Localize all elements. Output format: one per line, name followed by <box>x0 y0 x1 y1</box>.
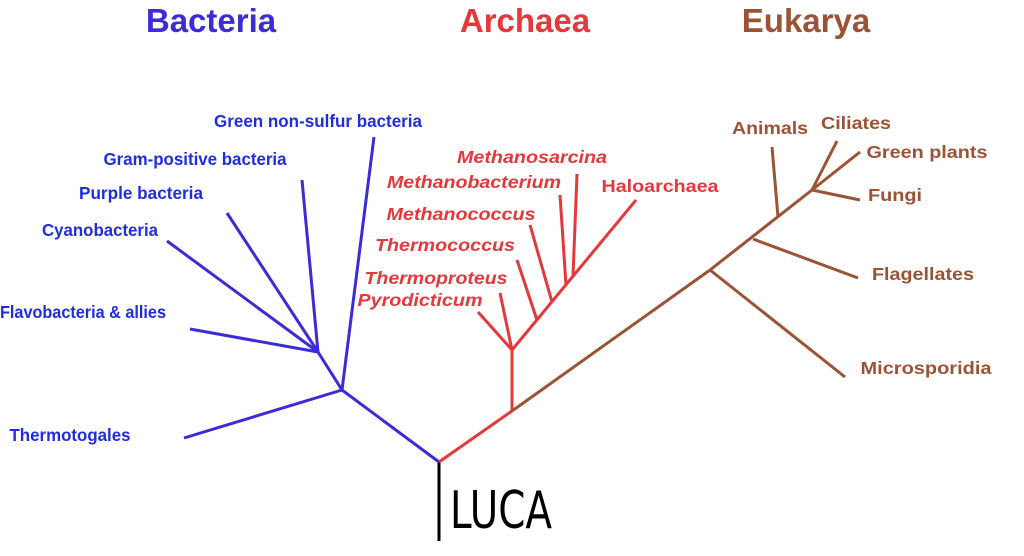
leaf-label-animals: Animals <box>732 118 808 138</box>
edge-archaea-thermococcus <box>515 259 539 321</box>
leaf-label-methanococcus: Methanococcus <box>387 204 536 224</box>
edge-eukarya-ciliates <box>810 140 839 191</box>
leaf-label-cyanobacteria: Cyanobacteria <box>42 220 158 240</box>
edge-eukarya-microsporidia <box>709 268 846 379</box>
edge-eukarya-fungi <box>811 188 861 202</box>
edge-eukarya-animals <box>770 146 780 218</box>
leaf-label-thermococcus: Thermococcus <box>375 235 515 255</box>
leaf-label-pyrodicticum: Pyrodicticum <box>358 290 483 310</box>
domain-title-bacteria: Bacteria <box>146 2 277 39</box>
edge-bacteria-cyanobacteria <box>166 239 319 354</box>
edge-archaea-thermoproteus <box>498 292 514 351</box>
leaf-label-green-non-sulfur-bacteria: Green non-sulfur bacteria <box>214 111 422 131</box>
leaf-label-green-plants: Green plants <box>867 142 988 162</box>
edge-archaea-methanosarcina <box>571 173 579 277</box>
edge-archaea-methanococcus <box>528 224 554 303</box>
edge-eukarya-crown <box>709 188 813 272</box>
edge-bacteria-purple <box>225 212 320 353</box>
leaf-label-haloarchaea: Haloarchaea <box>602 176 719 196</box>
leaf-label-fungi: Fungi <box>868 185 922 205</box>
edge-archaea-pyrodicticum <box>476 310 514 352</box>
edge-archaea-methanobacterium <box>558 194 568 286</box>
leaf-label-purple-bacteria: Purple bacteria <box>79 183 203 203</box>
domain-title-eukarya: Eukarya <box>742 2 871 39</box>
edge-luca-archaea <box>438 409 513 464</box>
edge-eukarya-flagellates <box>752 237 859 280</box>
edge-bacteria-thermotogales <box>183 388 343 440</box>
leaf-label-gram-positive-bacteria: Gram-positive bacteria <box>104 149 287 169</box>
edge-luca-bacteria <box>341 388 440 464</box>
root-label-luca: LUCA <box>450 481 552 541</box>
domain-title-archaea: Archaea <box>460 2 591 39</box>
leaf-label-microsporidia: Microsporidia <box>861 358 992 378</box>
edge-bacteria-inner <box>316 351 344 391</box>
leaf-label-methanosarcina: Methanosarcina <box>457 147 607 167</box>
leaf-label-thermoproteus: Thermoproteus <box>365 268 508 288</box>
edge-bacteria-flavobacteria <box>189 327 319 354</box>
leaf-label-methanobacterium: Methanobacterium <box>387 172 561 192</box>
edge-bacteria-gram-positive <box>300 179 320 353</box>
leaf-label-ciliates: Ciliates <box>821 113 891 133</box>
edge-archaea-eukarya <box>511 268 711 413</box>
edge-eukarya-green-plants <box>811 150 861 192</box>
edge-bacteria-green-non-sulfur <box>340 136 376 391</box>
leaf-label-thermotogales: Thermotogales <box>10 425 131 445</box>
leaf-label-flavobacteria-allies: Flavobacteria & allies <box>0 302 166 322</box>
leaf-label-flagellates: Flagellates <box>872 264 974 284</box>
